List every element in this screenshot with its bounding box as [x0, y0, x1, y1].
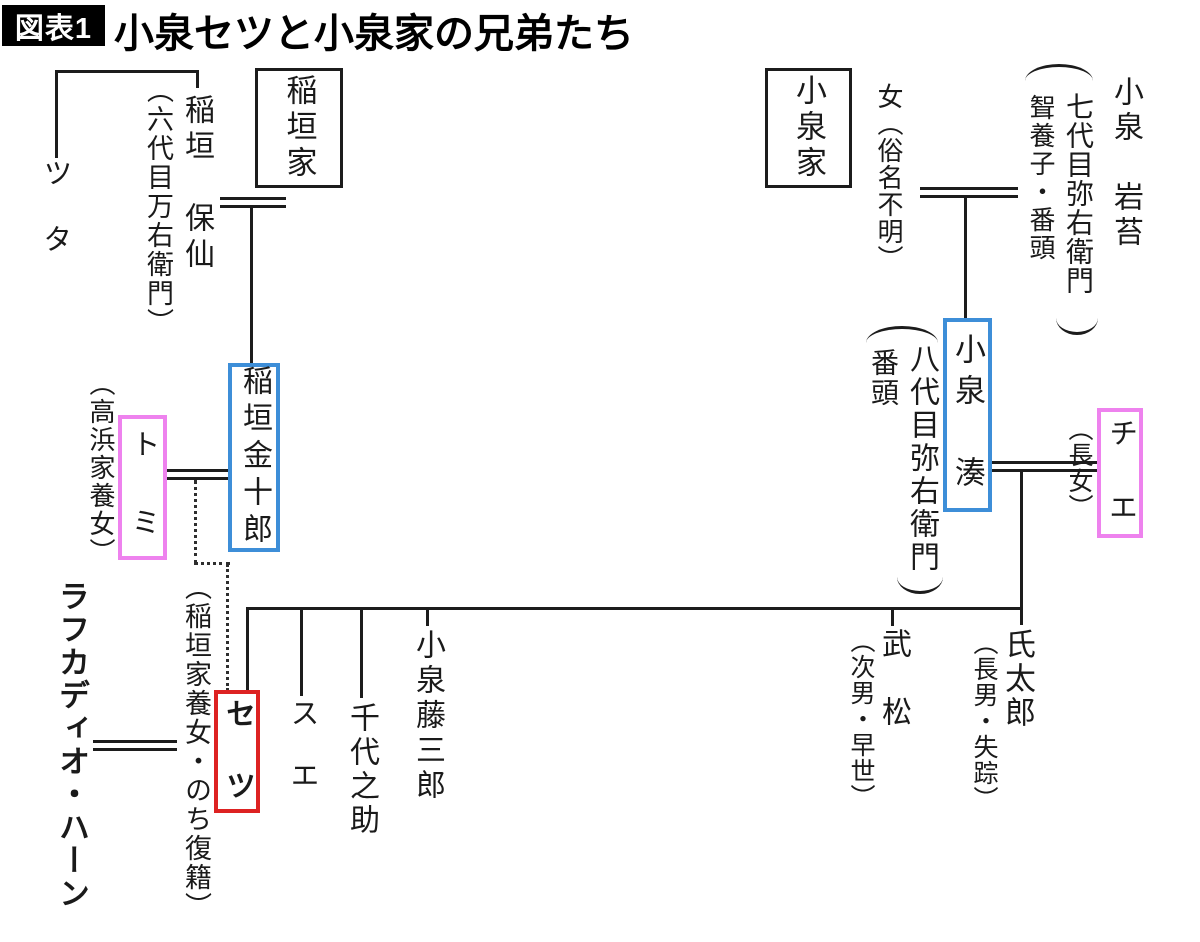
- iwatake-note-close-paren: [1056, 318, 1098, 335]
- sibling-line: [246, 607, 1023, 610]
- page-title: 小泉セツと小泉家の兄弟たち: [114, 12, 634, 56]
- descent-line-children: [1020, 471, 1023, 625]
- marriage-line-minato-chie: [992, 461, 1097, 472]
- drop-line-sue: [300, 610, 303, 696]
- marriage-line-hosen: [220, 197, 286, 208]
- drop-line-setsu: [246, 607, 249, 692]
- person-tozaburo: 小泉藤三郎: [411, 629, 444, 804]
- drop-line-tozaburo: [426, 610, 429, 626]
- person-kinjuro-box: 稲垣金十郎: [228, 363, 280, 552]
- bracket-right-vertical: [196, 70, 199, 88]
- person-chie-box: チ エ: [1097, 408, 1143, 538]
- title-badge: 図表1: [2, 5, 105, 46]
- person-iwatake-name: 小泉 岩苔: [1109, 76, 1142, 251]
- descent-line-minato: [964, 197, 967, 318]
- person-iwatake-note-outer: 聟養子・番頭: [1026, 94, 1055, 262]
- person-sue: ス エ: [286, 698, 318, 791]
- minato-note-close-paren: [897, 577, 943, 594]
- minato-note-open-paren: [866, 326, 938, 343]
- person-chie-name: チ エ: [1104, 417, 1137, 529]
- person-hosen-name: 稲垣 保仙: [180, 94, 213, 274]
- person-setsu-box: セ ツ: [214, 690, 260, 813]
- iwatake-note-open-paren: [1025, 64, 1093, 81]
- adoption-dotted-horizontal: [194, 562, 230, 565]
- person-minato-note-inner: 八代目弥右衛門: [905, 343, 938, 574]
- person-iwatake-note-inner: 七代目弥右衛門: [1062, 92, 1093, 295]
- person-kinjuro-name: 稲垣金十郎: [238, 365, 271, 550]
- person-takematsu-name: 武 松: [877, 628, 910, 730]
- marriage-line-hearn-setsu: [93, 740, 177, 751]
- person-setsu-note: （稲垣家養女・のち復籍）: [181, 573, 211, 921]
- person-ujitaro-name: 氏太郎: [1000, 628, 1035, 730]
- person-minato-name: 小泉 湊: [950, 333, 985, 497]
- adoption-dotted-vertical-2: [226, 564, 229, 691]
- koizumi-family-label: 小泉家: [791, 74, 826, 182]
- inagaki-family-label: 稲垣家: [281, 74, 317, 182]
- person-tsuta: ツ タ: [39, 158, 71, 257]
- person-setsu-name: セ ツ: [221, 697, 254, 806]
- inagaki-family-box: 稲垣家: [255, 68, 343, 188]
- person-hearn: ラフカディオ・ハーン: [54, 580, 89, 910]
- marriage-line-tomi-kinjuro: [165, 469, 229, 480]
- person-tomi-name: ト ミ: [127, 429, 159, 546]
- person-mother: 女（俗名不明）: [874, 83, 903, 272]
- person-takematsu-note: （次男・早世）: [847, 628, 874, 810]
- drop-line-takematsu: [891, 610, 894, 626]
- bracket-top-horizontal: [55, 70, 199, 73]
- person-chiyonosuke: 千代之助: [345, 702, 378, 838]
- bracket-left-vertical: [55, 70, 58, 158]
- person-chie-note: （長女）: [1065, 416, 1092, 520]
- person-tomi-note: （高浜家養女）: [86, 370, 115, 566]
- adoption-dotted-vertical-1: [194, 480, 197, 564]
- person-ujitaro-note: （長男・失踪）: [970, 630, 997, 812]
- person-minato-note-outer: 番頭: [867, 348, 898, 408]
- person-hosen-note: （六代目万右衛門）: [143, 76, 173, 337]
- marriage-line-iwatake: [920, 187, 1018, 198]
- person-tomi-box: ト ミ: [118, 415, 167, 560]
- drop-line-chiyonosuke: [360, 610, 363, 698]
- descent-line-kinjuro: [250, 208, 253, 363]
- koizumi-family-box: 小泉家: [765, 68, 852, 188]
- person-minato-box: 小泉 湊: [943, 318, 992, 512]
